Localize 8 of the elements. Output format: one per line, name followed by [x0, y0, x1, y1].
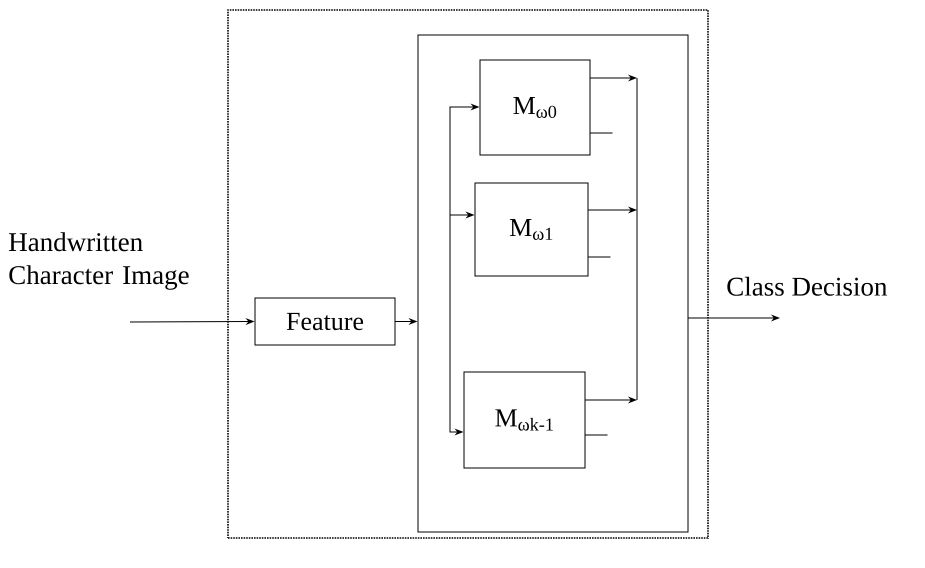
edge-label: Handwritten Character Image [9, 232, 189, 290]
dotted-frame [227, 9, 709, 539]
process-box: M$_{ωk-1}$ [464, 372, 586, 468]
edge-label: Class Decision [727, 276, 888, 296]
module-box [418, 34, 688, 532]
process-box: Feature [254, 298, 396, 346]
process-box: M$_{ω1}$ [474, 182, 588, 276]
process-box: M$_{ω0}$ [480, 60, 590, 156]
